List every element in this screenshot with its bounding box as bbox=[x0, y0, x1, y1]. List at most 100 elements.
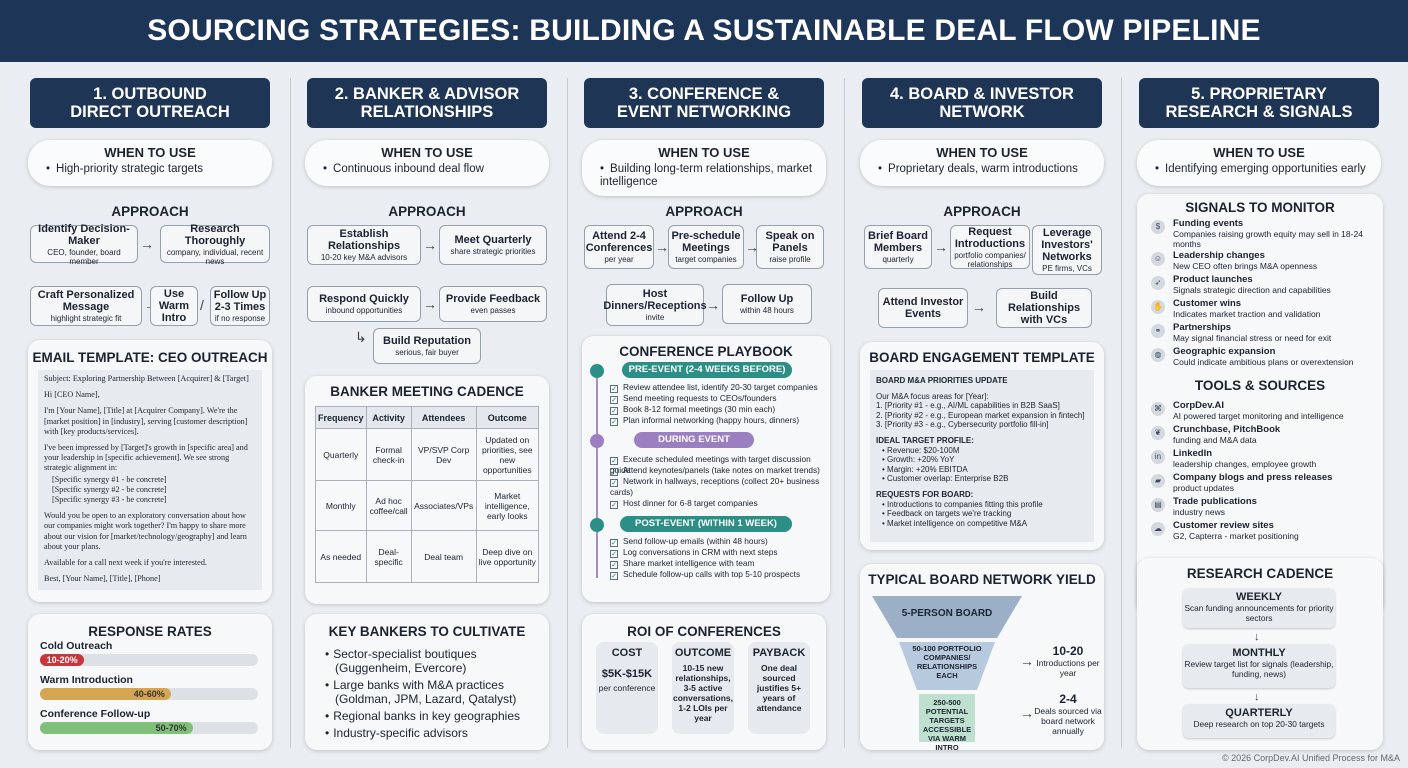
rate-value: 50-70% bbox=[155, 723, 187, 733]
timeline-line bbox=[596, 378, 598, 578]
signal-detail: Companies raising growth equity may sell… bbox=[1173, 229, 1363, 249]
column-conference: 3. CONFERENCE &EVENT NETWORKING WHEN TO … bbox=[582, 70, 846, 760]
cadence-detail: Scan funding announcements for priority … bbox=[1184, 603, 1334, 623]
phase-label: DURING EVENT bbox=[634, 432, 754, 448]
roi-detail: per conference bbox=[598, 683, 656, 693]
tool-detail: G2, Capterra - market positioning bbox=[1173, 531, 1299, 541]
copyright-footer: © 2026 CorpDev.AI Unified Process for M&… bbox=[1221, 753, 1400, 763]
banker-item: Sector-specialist boutiques (Guggenheim,… bbox=[333, 647, 549, 675]
checklist-item: ✓Plan informal networking (happy hours, … bbox=[610, 415, 822, 426]
step-detail: PE firms, VCs bbox=[1042, 264, 1092, 273]
template-text: Growth: +20% YoY bbox=[887, 455, 955, 465]
slash-separator: / bbox=[200, 297, 204, 313]
step-detail: per year bbox=[604, 255, 634, 264]
title-line: RESEARCH & SIGNALS bbox=[1165, 103, 1353, 121]
checklist-text: Book 8-12 formal meetings (30 min each) bbox=[623, 404, 776, 414]
checkbox-icon: ✓ bbox=[610, 407, 618, 415]
roi-value: $5K-$15K bbox=[601, 668, 653, 680]
email-paragraph: Would you be open to an exploratory conv… bbox=[44, 511, 247, 551]
email-bullet: [Specific synergy #2 - be concrete] bbox=[52, 484, 167, 494]
step-detail: inbound opportunities bbox=[325, 306, 403, 315]
tool-detail: AI powered target monitoring and intelli… bbox=[1173, 411, 1344, 421]
table-cell: Ad hoc coffee/call bbox=[365, 480, 412, 531]
table-cell: Deep dive on live opportunity bbox=[475, 530, 540, 583]
checklist-text: Network in hallways, receptions (collect… bbox=[610, 476, 820, 497]
approach-heading: APPROACH bbox=[111, 204, 189, 219]
step-label: Brief Board Members bbox=[868, 230, 928, 254]
tool-detail: leadership changes, employee growth bbox=[1173, 459, 1317, 469]
funnel-tier bbox=[919, 694, 975, 742]
board-template-body: BOARD M&A PRIORITIES UPDATE Our M&A focu… bbox=[870, 370, 1094, 542]
step-detail: portfolio companies/ relationships bbox=[954, 250, 1026, 269]
title-line: NETWORK bbox=[939, 103, 1025, 121]
handshake-icon: ✋ bbox=[1151, 300, 1165, 314]
column-divider bbox=[290, 78, 291, 748]
people-icon: ☺ bbox=[1151, 252, 1165, 266]
checklist-item: ✓ Book 8-12 formal meetings (30 min each) bbox=[610, 404, 822, 415]
rate-bar-track: 40-60% bbox=[40, 688, 258, 700]
tool-title: CorpDev.AI bbox=[1173, 400, 1225, 411]
step-detail: if no response bbox=[214, 314, 266, 323]
step-detail: company, individual, recent news bbox=[166, 247, 264, 266]
rate-label: Warm Introduction bbox=[40, 674, 133, 686]
column-divider bbox=[567, 78, 568, 748]
email-paragraph: I've been impressed by [Target]'s growth… bbox=[44, 443, 248, 473]
approach-step: Use Warm Intro bbox=[150, 286, 198, 326]
yield-detail: Introductions per year bbox=[1036, 658, 1100, 678]
tool-title: LinkedIn bbox=[1173, 448, 1213, 459]
roi-detail: One deal sourced justifies 5+ years of a… bbox=[756, 663, 802, 713]
step-detail: serious, fair buyer bbox=[395, 348, 459, 357]
yield-value: 2-4 bbox=[1059, 692, 1077, 706]
card-title: KEY BANKERS TO CULTIVATE bbox=[328, 624, 526, 639]
step-detail: highlight strategic fit bbox=[50, 314, 122, 323]
step-label: Research Thoroughly bbox=[184, 222, 246, 247]
template-bullet: • Customer overlap: Enterprise B2B bbox=[882, 474, 1009, 484]
checklist-text: Schedule follow-up calls with top 5-10 p… bbox=[623, 569, 801, 579]
approach-step: Attend Investor Events bbox=[878, 288, 968, 328]
table-cell: As needed bbox=[315, 530, 367, 583]
folder-icon: ▰ bbox=[1151, 474, 1165, 488]
title-line: 1. OUTBOUND bbox=[93, 85, 207, 103]
signal-title: Partnerships bbox=[1173, 322, 1232, 333]
funnel-tier bbox=[872, 596, 1022, 638]
checklist-item: ✓Attend keynotes/panels (take notes on m… bbox=[610, 465, 822, 476]
timeline-dot bbox=[590, 518, 604, 532]
funnel-label: 250-500 POTENTIAL TARGETS ACCESSIBLE VIA… bbox=[922, 698, 972, 752]
funnel-label: 5-PERSON BOARD bbox=[901, 608, 993, 619]
step-detail: invite bbox=[645, 313, 665, 322]
checkbox-icon: ✓ bbox=[610, 561, 618, 569]
roi-detail: 10-15 new relationships, 3-5 active conv… bbox=[673, 663, 733, 723]
template-heading: REQUESTS FOR BOARD: bbox=[876, 489, 974, 499]
roi-heading: COST bbox=[611, 647, 643, 659]
email-signature: Best, [Your Name], [Title], [Phone] bbox=[44, 574, 161, 584]
network-icon: ⌘ bbox=[1151, 402, 1165, 416]
arrow-right-icon: → bbox=[706, 297, 720, 313]
step-detail: CEO, founder, board member bbox=[47, 247, 121, 266]
checkbox-icon: ✓ bbox=[610, 418, 618, 426]
tool-title: Customer review sites bbox=[1173, 520, 1274, 531]
title-line: EVENT NETWORKING bbox=[616, 103, 792, 121]
phase-label: PRE-EVENT (2-4 WEEKS BEFORE) bbox=[622, 362, 792, 378]
checklist-item: ✓Host dinner for 6-8 target companies bbox=[610, 498, 822, 509]
checkbox-icon: ✓ bbox=[610, 468, 618, 476]
template-text: Customer overlap: Enterprise B2B bbox=[887, 474, 1009, 484]
email-template-body: Subject: Exploring Partnership Between [… bbox=[38, 370, 262, 590]
when-to-use-card: WHEN TO USE High-priority strategic targ… bbox=[28, 140, 272, 186]
